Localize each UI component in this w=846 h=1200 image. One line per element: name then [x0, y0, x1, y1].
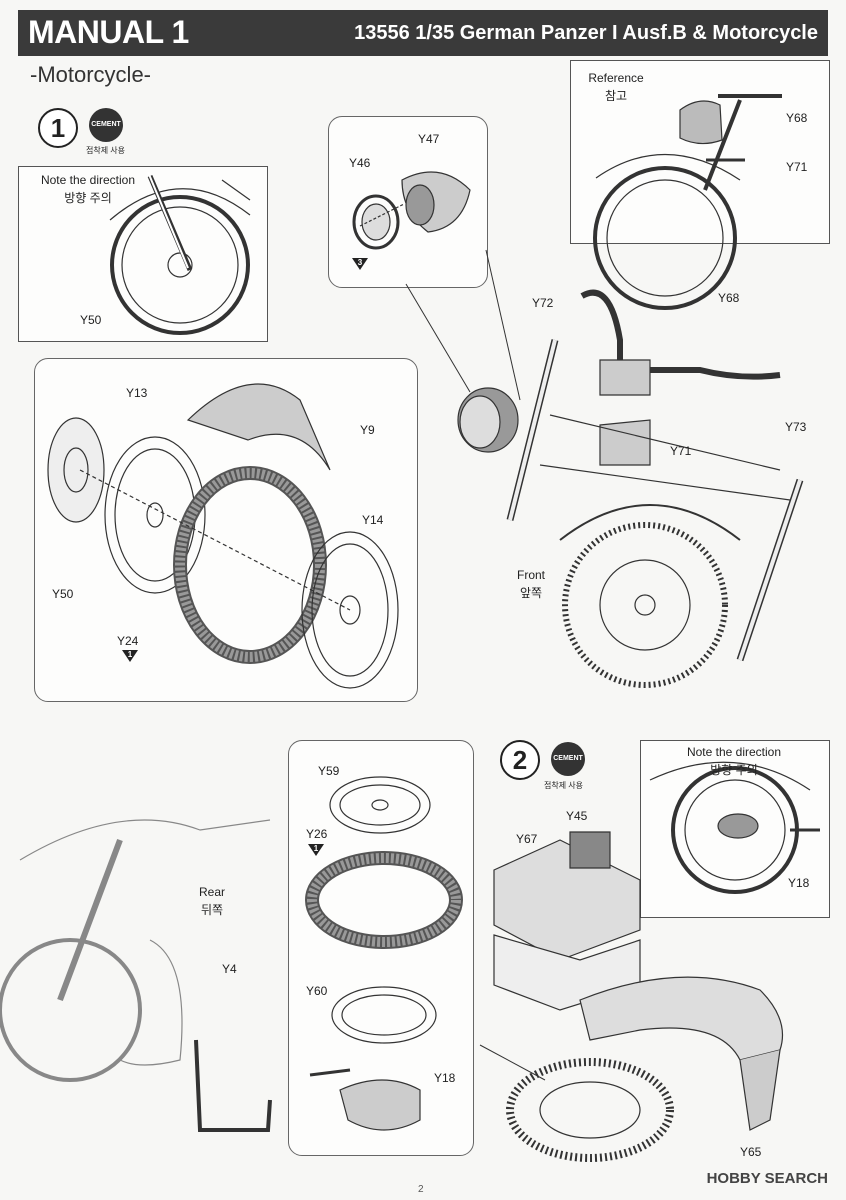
part-label: Y4 — [222, 962, 237, 976]
stand-drawing — [194, 1039, 272, 1132]
part-label: Y71 — [670, 444, 692, 458]
rear-wheel-stack-drawing — [305, 776, 463, 1131]
part-label: Y72 — [532, 296, 554, 310]
marker-triangle: 1 — [122, 650, 138, 662]
cement-caption: 접착제 사용 — [544, 781, 584, 790]
section-title: -Motorcycle- — [30, 62, 152, 87]
rear-wheel-direction-drawing — [649, 761, 820, 894]
rear-ko: 뒤쪽 — [200, 903, 224, 917]
watermark: HOBBY SEARCH — [706, 1170, 828, 1187]
step-2-number: 2 — [500, 740, 540, 780]
reference-ko: 참고 — [604, 89, 628, 103]
part-label: Y73 — [785, 420, 807, 434]
part-label: Y45 — [566, 809, 588, 823]
manual-title: MANUAL 1 — [28, 14, 189, 50]
part-label: Y24 — [117, 634, 139, 648]
front-wheel-direction-drawing — [109, 171, 251, 335]
note-direction-2-en: Note the direction — [686, 745, 782, 759]
part-label: Y65 — [740, 1145, 762, 1159]
note-direction-ko: 방향 주의 — [64, 191, 112, 205]
part-label: Y50 — [80, 313, 102, 327]
reference-drawing — [593, 94, 782, 310]
part-label: Y9 — [360, 423, 375, 437]
part-label: Y68 — [718, 291, 740, 305]
note-direction-2-ko: 방향 주의 — [710, 763, 758, 777]
part-label: Y18 — [434, 1071, 456, 1085]
reference-en: Reference — [588, 71, 644, 85]
part-label: Y46 — [349, 156, 371, 170]
part-label: Y67 — [516, 832, 538, 846]
front-en: Front — [516, 568, 546, 582]
reference-panel — [570, 60, 830, 244]
part-label: Y26 — [306, 827, 328, 841]
engine-frame-drawing — [479, 831, 784, 1162]
front-ko: 앞쪽 — [519, 586, 543, 600]
note-direction-en: Note the direction — [40, 173, 136, 187]
rear-en: Rear — [198, 885, 226, 899]
headlight-drawing — [352, 171, 521, 401]
front-fork-assembly-drawing — [457, 289, 804, 688]
part-label: Y68 — [786, 111, 808, 125]
part-label: Y18 — [788, 876, 810, 890]
part-label: Y60 — [306, 984, 328, 998]
cement-icon: CEMENT — [551, 742, 585, 776]
part-label: Y47 — [418, 132, 440, 146]
step-1-number: 1 — [38, 108, 78, 148]
page-number: 2 — [418, 1184, 424, 1195]
part-label: Y59 — [318, 764, 340, 778]
kit-title: 13556 1/35 German Panzer I Ausf.B & Moto… — [354, 22, 818, 44]
part-label: Y50 — [52, 587, 74, 601]
part-label: Y71 — [786, 160, 808, 174]
part-label: Y13 — [126, 386, 148, 400]
marker-triangle: 1 — [308, 844, 324, 856]
front-wheel-exploded-drawing — [47, 383, 399, 689]
cement-caption: 접착제 사용 — [86, 146, 126, 155]
part-label: Y14 — [362, 513, 384, 527]
marker-triangle: 3 — [352, 258, 368, 270]
rear-motorcycle-drawing — [0, 819, 271, 1082]
manual-header: MANUAL 1 13556 1/35 German Panzer I Ausf… — [18, 10, 828, 56]
cement-icon: CEMENT — [89, 108, 123, 142]
